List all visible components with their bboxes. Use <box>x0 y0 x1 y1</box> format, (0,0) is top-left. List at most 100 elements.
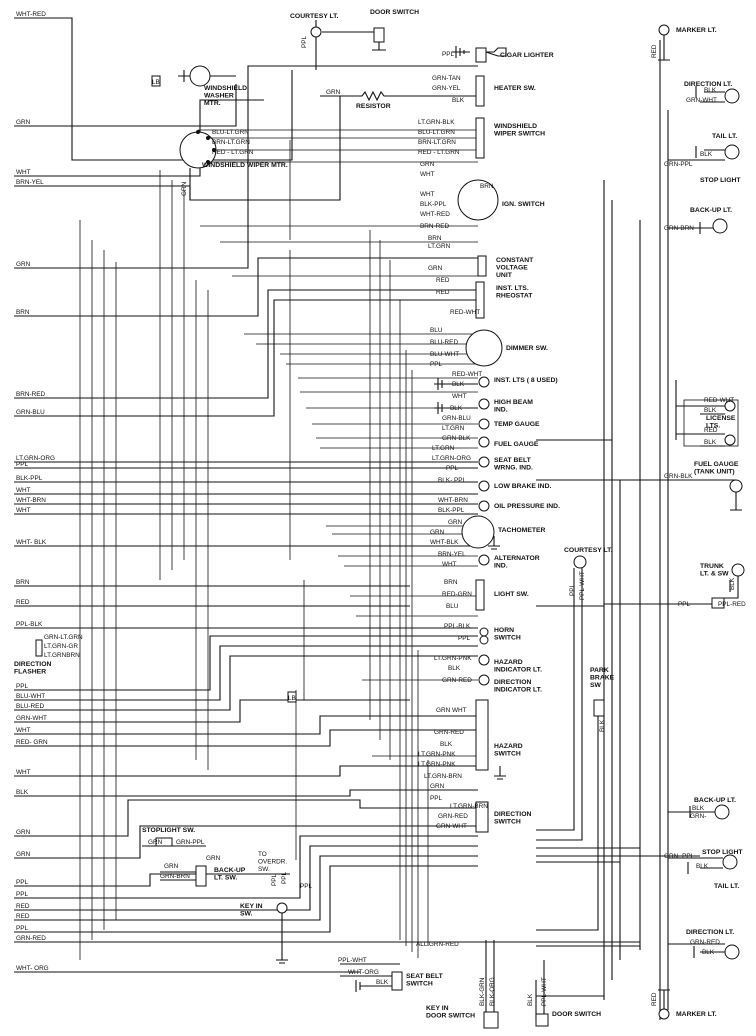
fuel-tank-wire: GRN-BLK <box>664 473 693 480</box>
right-labels: MARKER LT. RED DIRECTION LT. BLK GRN-WHT… <box>527 27 746 1018</box>
backup-lt-bottom-label: BACK-UP LT. <box>694 797 736 804</box>
backup-lt-top-label: BACK-UP LT. <box>690 207 732 214</box>
left-wire-label-w-red-1: RED <box>16 599 30 606</box>
left-wire-label-w-wht-3: WHT <box>16 507 31 514</box>
rheo-wire-0: RED <box>436 277 450 284</box>
wipermtr-wire-2: RED - LT.GRN <box>212 149 254 156</box>
left-wire-label-w-brn-1: BRN <box>16 309 30 316</box>
left-wire-label-w-blk-ppl: BLK-PPL <box>16 475 43 482</box>
ppl-a: PPL <box>281 871 288 884</box>
resistor-wire-label: GRN <box>326 89 341 96</box>
left-wire-label-w-red-2: RED <box>16 903 30 910</box>
heater-switch-label: HEATER SW. <box>494 85 536 92</box>
left-wire-label-w-brn-yel: BRN-YEL <box>16 179 44 186</box>
flasher-wire-0: GRN-LT.GRN <box>44 634 83 641</box>
tail-lt-top-label: TAIL LT. <box>712 133 737 140</box>
stoplight-wire-0: GRN <box>148 839 163 846</box>
alt-wire-0: BRN-YEL <box>438 551 466 558</box>
oil-wire-0: WHT-BRN <box>438 497 468 504</box>
trunk-wire-0: BLK <box>729 577 736 590</box>
ppl-b: PPL <box>300 883 313 890</box>
ign-wire-0: GRN <box>420 161 435 168</box>
hazsw-wire-0: GRN WHT <box>436 707 467 714</box>
lb-2: LB <box>288 695 296 702</box>
fuel-gauge-label: FUEL GAUGE <box>494 441 539 448</box>
center-wire-labels: PPL GRN-TAN GRN-YEL BLK LT.GRN-BLK BLU-L… <box>212 51 494 830</box>
cvu-wire-2: GRN <box>428 265 443 272</box>
alt-wire-1: WHT <box>442 561 457 568</box>
marker-lt-bottom-label: MARKER LT. <box>676 1011 717 1018</box>
left-wire-label-w-wht-org: WHT- ORG <box>16 965 49 972</box>
stop-light-bottom-wire-1: BLK <box>696 863 709 870</box>
wiperswitch-wire-2: BRN-LT.GRN <box>418 139 456 146</box>
seatbelt-sw-wire-2: BLK <box>376 979 389 986</box>
backup-sw-wire-2: GRN <box>206 855 221 862</box>
courtesy-top-wire-label: PPL <box>301 35 308 48</box>
rheo-wire-1: RED <box>436 289 450 296</box>
door-switch-top-label: DOOR SWITCH <box>370 9 419 16</box>
highbeam-wire-0: WHT <box>452 393 467 400</box>
left-wire-labels: WHT-REDGRNWHTBRN-YELGRNBRNBRN-REDGRN-BLU… <box>16 11 55 972</box>
left-wire-label-w-wht-1: WHT <box>16 169 31 176</box>
dimmer-wire-0: BLU <box>430 327 443 334</box>
left-wire-label-w-ppl-4: PPL <box>16 891 29 898</box>
resistor-label: RESISTOR <box>356 103 391 110</box>
fuel-wire-0: GRN-BLK <box>442 435 471 442</box>
wiper-motor-label: WINDSHIELD WIPER MTR. <box>202 162 288 169</box>
dimmer-wire-2: BLU-WHT <box>430 351 459 358</box>
direction-lt-top-wire-0: BLK <box>704 87 717 94</box>
ign-wire-6: BRN <box>480 183 494 190</box>
tail-lt-top-wire-1: GRN-PPL <box>664 161 693 168</box>
wiperswitch-wire-3: RED - LT.GRN <box>418 149 460 156</box>
dirsw-wire-0: PPL <box>430 795 443 802</box>
left-wire-label-w-red-3: RED <box>16 913 30 920</box>
left-wire-label-w-grn-red: GRN-RED <box>16 935 46 942</box>
horn-wire-0: PPL-BLK <box>444 623 471 630</box>
flasher-wire-2: LT.GRNBRN <box>44 652 80 659</box>
left-wire-label-w-brn-red: BRN-RED <box>16 391 45 398</box>
hazsw-wire-1: GRN-RED <box>434 729 464 736</box>
wiperswitch-wire-1: BLU-LT.GRN <box>418 129 455 136</box>
ign-wire-4: WHT-RED <box>420 211 450 218</box>
dirsw-wire-3: GRN-WHT <box>436 823 467 830</box>
hazsw-wire-6: GRN <box>430 783 445 790</box>
dimmer-wire-1: BLU-RED <box>430 339 458 346</box>
left-wire-label-w-ppl-5: PPL <box>16 925 29 932</box>
left-wire-label-w-grn-3: GRN <box>16 829 31 836</box>
hazsw-wire-2: BLK <box>440 741 453 748</box>
heater-wire-1: GRN-YEL <box>432 85 461 92</box>
fuel-tank-label: FUEL GAUGE(TANK UNIT) <box>694 461 739 475</box>
left-wire-label-w-blu-wht: BLU-WHT <box>16 693 45 700</box>
tachometer-label: TACHOMETER <box>498 527 546 534</box>
tach-wire-1: GRN <box>430 529 445 536</box>
dirind-wire-0: GRN-RED <box>442 677 472 684</box>
park-brake-wire: BLK <box>599 719 606 732</box>
door-switch-bottom-label: DOOR SWITCH <box>552 1011 601 1018</box>
wiper-wire-label: GRN <box>181 181 188 196</box>
lightsw-wire-0: BRN <box>444 579 458 586</box>
instlts-wire-1: BLK <box>452 381 465 388</box>
lightsw-wire-2: BLU <box>446 603 459 610</box>
seatbelt-wire-1: PPL <box>446 465 459 472</box>
direction-lt-bottom-wire-1: BLK <box>702 949 715 956</box>
cvu-wire-1: LT.GRN <box>428 243 451 250</box>
rheo-wire-2: RED-WHT <box>450 309 480 316</box>
left-wire-label-w-grn-wht: GRN-WHT <box>16 715 47 722</box>
keyin-door-wire-1: BLK-ORG <box>489 977 496 1006</box>
backup-sw-wire-0: GRN <box>164 863 179 870</box>
